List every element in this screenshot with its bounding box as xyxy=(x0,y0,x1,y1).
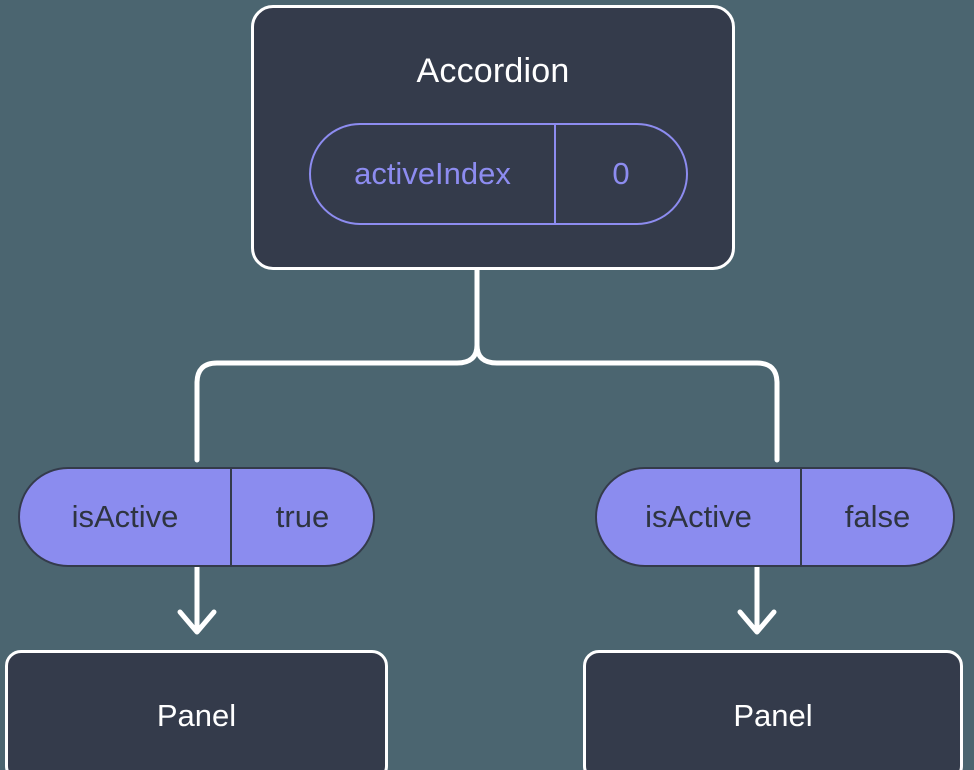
accordion-state-key: activeIndex xyxy=(311,125,556,223)
prop-pill-right[interactable]: isActive false xyxy=(595,467,955,567)
prop-pill-right-value: false xyxy=(844,499,911,534)
accordion-node[interactable]: Accordion activeIndex 0 xyxy=(251,5,735,270)
prop-pill-left[interactable]: isActive true xyxy=(18,467,375,567)
panel-node-right[interactable]: Panel xyxy=(583,650,963,770)
arrow-right-head-icon xyxy=(737,609,777,635)
accordion-title: Accordion xyxy=(416,52,570,90)
accordion-state-value: 0 xyxy=(612,156,630,191)
accordion-state-pill[interactable]: activeIndex 0 xyxy=(309,123,688,225)
prop-pill-left-key: isActive xyxy=(20,469,232,565)
prop-pill-right-key: isActive xyxy=(597,469,802,565)
panel-node-left[interactable]: Panel xyxy=(5,650,388,770)
connector-branch-bar xyxy=(194,342,780,463)
prop-pill-left-value: true xyxy=(275,499,330,534)
arrow-left-head-icon xyxy=(177,609,217,635)
